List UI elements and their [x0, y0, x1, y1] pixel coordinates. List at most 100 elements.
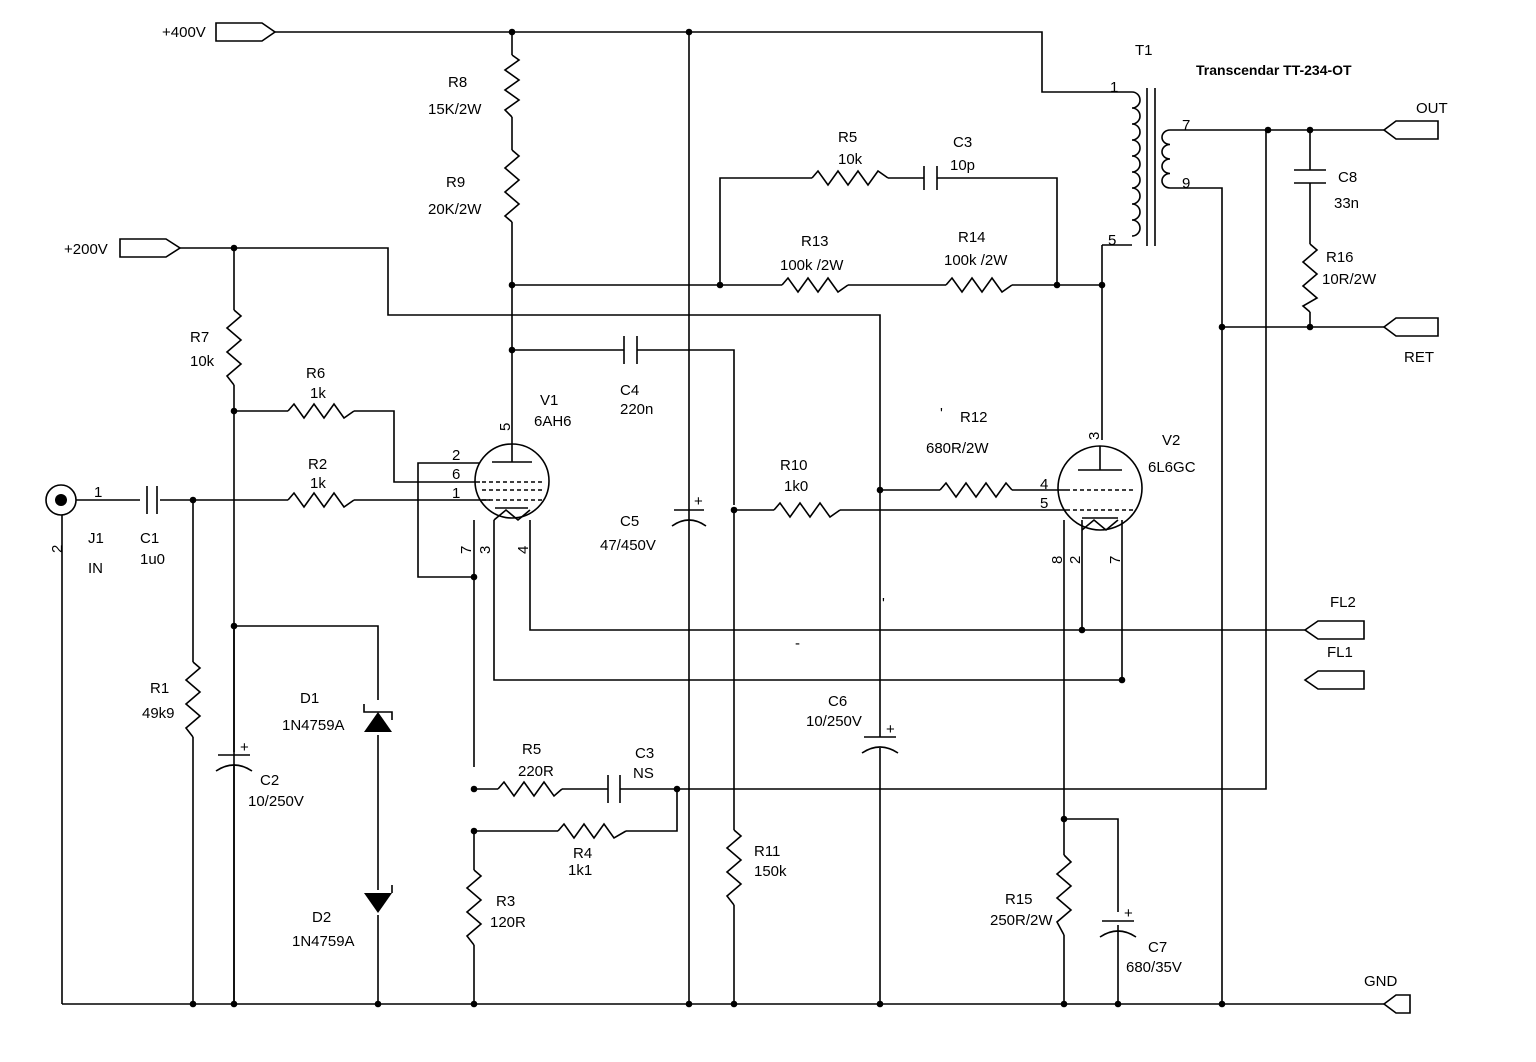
resistor-r10: R10 1k0 [773, 457, 841, 519]
pin-number: 5 [1108, 232, 1116, 249]
capacitor-ref: C3 [953, 134, 972, 151]
resistor-value: 150k [754, 863, 787, 880]
capacitor-c6: + C6 10/250V [806, 693, 899, 754]
resistor-r16: R16 10R/2W [1301, 243, 1377, 313]
diode-value: 1N4759A [292, 933, 355, 950]
port-label: RET [1404, 349, 1434, 366]
capacitor-ref: C3 [635, 745, 654, 762]
resistor-zigzag [184, 661, 202, 738]
resistor-zigzag [503, 54, 521, 118]
resistor-ref: R3 [496, 893, 515, 910]
junction-dot [1118, 676, 1126, 684]
pin-number: 3 [477, 546, 494, 554]
junction-dot [1060, 815, 1068, 823]
zener-bar [363, 704, 393, 720]
diode-triangle-icon [364, 893, 392, 913]
junction-dot [508, 28, 516, 36]
polarity-plus: + [886, 721, 895, 738]
resistor-zigzag [465, 869, 483, 946]
port-label: OUT [1416, 100, 1448, 117]
polarity-plus: + [1124, 905, 1133, 922]
resistor-r4: R4 1k1 [557, 822, 627, 879]
resistor-value: 1k0 [784, 478, 808, 495]
resistor-r1: R1 49k9 [142, 661, 202, 738]
port-arrow-icon [1303, 670, 1365, 690]
pin-number: 7 [1107, 556, 1124, 564]
resistor-r6: R6 1k [287, 365, 355, 420]
junction-dot [470, 785, 478, 793]
junction-dot [230, 1000, 238, 1008]
resistor-ref: R11 [754, 843, 780, 860]
capacitor-value: 10/250V [248, 793, 304, 810]
resistor-zigzag [1055, 854, 1073, 936]
junction-dot [189, 496, 197, 504]
capacitor-c3-cathode: C3 NS [607, 745, 654, 803]
resistor-ref: R16 [1326, 249, 1354, 266]
port-label: FL1 [1327, 644, 1353, 661]
capacitor-ref: C1 [140, 530, 159, 547]
port-arrow-icon [1382, 994, 1411, 1014]
resistor-r7: R7 10k [190, 309, 243, 386]
port-ret: RET [1382, 317, 1439, 366]
capacitor-value: 10/250V [806, 713, 862, 730]
zener-diode-d1: D1 1N4759A [282, 690, 393, 734]
vacuum-tube-v1: V1 6AH6 5 2 6 1 7 3 4 [452, 392, 572, 554]
stray-mark: - [795, 635, 800, 652]
resistor-zigzag [939, 481, 1013, 499]
resistor-zigzag [557, 822, 627, 840]
resistor-r2: R2 1k [287, 456, 355, 509]
resistor-ref: R2 [308, 456, 327, 473]
zener-diode-d2: D2 1N4759A [292, 885, 393, 950]
resistor-r3: R3 120R [465, 869, 526, 946]
port-label: FL2 [1330, 594, 1356, 611]
resistor-value: 1k1 [568, 862, 592, 879]
resistor-zigzag [503, 149, 521, 223]
port-plus200: +200V [64, 238, 182, 258]
resistor-r14: R14 100k /2W [944, 229, 1013, 294]
junction-dot [189, 1000, 197, 1008]
junction-dot [470, 573, 478, 581]
capacitor-curved-plate [215, 764, 253, 772]
capacitor-value: 680/35V [1126, 959, 1182, 976]
resistor-r8: R8 15K/2W [428, 54, 521, 118]
diode-ref: D1 [300, 690, 319, 707]
port-arrow-icon [119, 238, 182, 258]
pin-number: 6 [452, 466, 460, 483]
capacitor-c7: + C7 680/35V [1099, 905, 1182, 976]
capacitor-value: 1u0 [140, 551, 165, 568]
resistor-value: 250R/2W [990, 912, 1053, 929]
capacitor-c5: + C5 47/450V [600, 493, 707, 554]
resistor-ref: R5 [838, 129, 857, 146]
junction-dot [685, 1000, 693, 1008]
junction-dot [1264, 126, 1272, 134]
port-label: +200V [64, 241, 108, 258]
transformer-model: Transcendar TT-234-OT [1196, 62, 1352, 78]
stray-marks: ' ' - [795, 405, 943, 652]
resistor-ref: R9 [446, 174, 465, 191]
port-label: GND [1364, 973, 1398, 990]
tube-envelope [474, 443, 550, 519]
capacitor-c8: C8 33n [1294, 169, 1359, 212]
junction-dot [1218, 1000, 1226, 1008]
capacitor-value: 33n [1334, 195, 1359, 212]
junction-dot [470, 1000, 478, 1008]
junction-dots [189, 28, 1314, 1008]
capacitor-ref: C7 [1148, 939, 1167, 956]
junction-dot [1306, 323, 1314, 331]
resistor-ref: R8 [448, 74, 467, 91]
junction-dot [374, 1000, 382, 1008]
resistor-ref: R10 [780, 457, 808, 474]
pin-number: 8 [1049, 556, 1066, 564]
resistor-ref: R6 [306, 365, 325, 382]
capacitor-c1: C1 1u0 [140, 486, 165, 568]
tube-heater [493, 508, 531, 522]
pin-number: 1 [94, 484, 102, 501]
resistor-value: 1k [310, 475, 326, 492]
capacitor-ref: C5 [620, 513, 639, 530]
capacitor-c2: + C2 10/250V [215, 739, 304, 810]
resistor-r12: R12 680R/2W [926, 409, 1013, 499]
resistor-value: 15K/2W [428, 101, 482, 118]
pin-number: 4 [1040, 476, 1048, 493]
capacitor-c4: C4 220n [620, 336, 653, 418]
resistor-value: 1k [310, 385, 326, 402]
